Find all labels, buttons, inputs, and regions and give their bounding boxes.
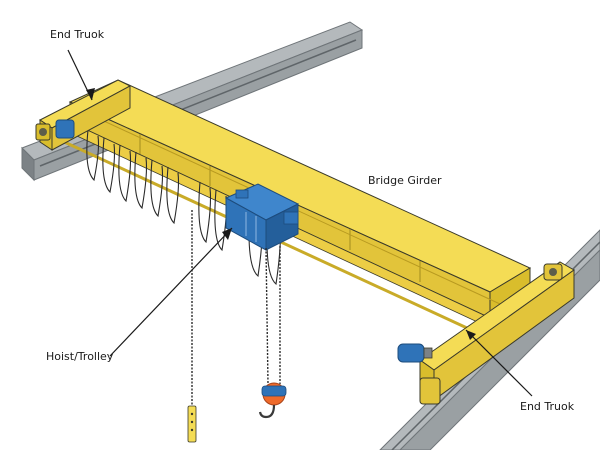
leader-arrowheads: [86, 88, 476, 340]
hoist-trolley-label: Hoist/Trolley: [46, 350, 114, 363]
end-truck-top: [35, 79, 132, 151]
end-truck-top-label: End Truok: [50, 28, 105, 41]
hook-block: [258, 382, 287, 419]
hoist-chains: [191, 210, 281, 408]
end-truck-bottom-label: End Truok: [520, 400, 575, 413]
end-truck-bottom: [397, 261, 575, 405]
bridge-girder-label: Bridge Girder: [368, 174, 442, 187]
pendant-control: [187, 405, 197, 443]
hoist-trolley: [224, 183, 300, 251]
